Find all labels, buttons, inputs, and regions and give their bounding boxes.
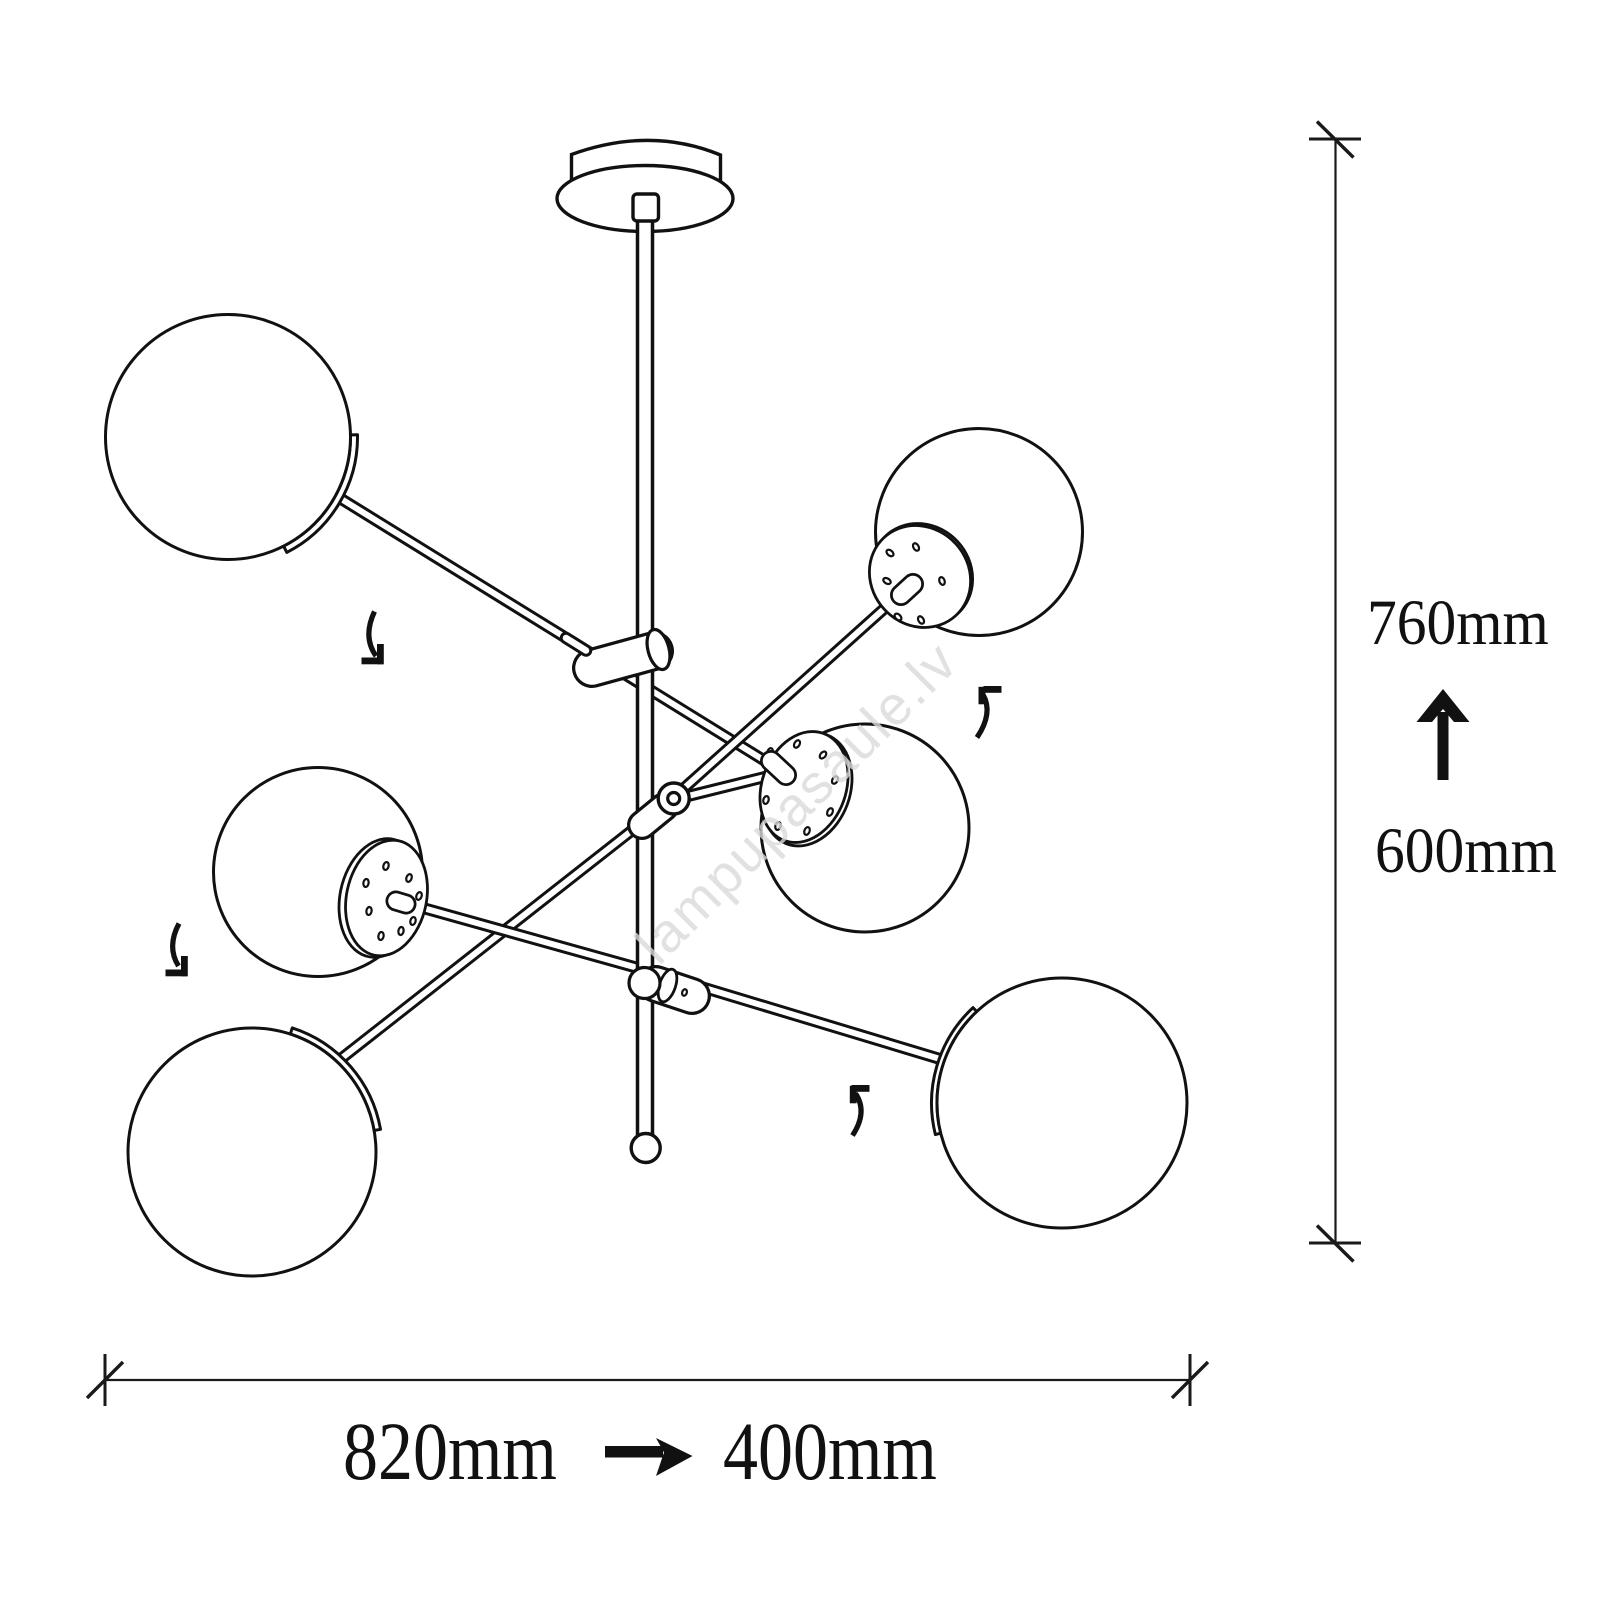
svg-text:760mm: 760mm xyxy=(1367,587,1549,659)
svg-text:820mm: 820mm xyxy=(343,1405,557,1497)
svg-text:600mm: 600mm xyxy=(1375,815,1557,887)
svg-text:400mm: 400mm xyxy=(723,1405,937,1497)
